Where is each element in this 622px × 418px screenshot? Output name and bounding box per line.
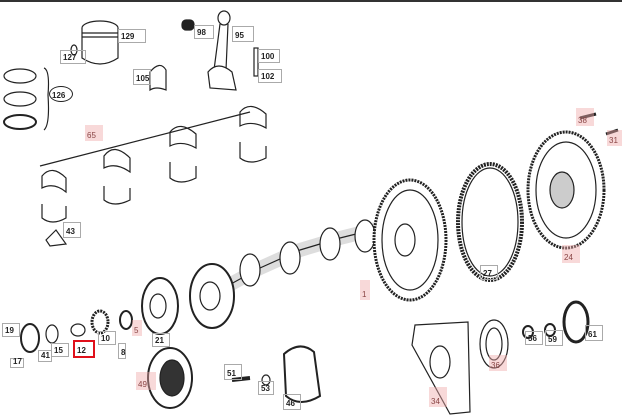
part-label-10[interactable]: 10 (98, 331, 116, 345)
flywheel-icon (372, 178, 448, 302)
part-label-12[interactable]: 12 (73, 340, 95, 358)
vibration-damper-icon (189, 263, 235, 329)
part-label-53[interactable]: 53 (258, 381, 274, 395)
part-label-1[interactable]: 1 (360, 280, 370, 300)
part-number: 95 (235, 31, 244, 40)
flywheel-bolt-2-icon (605, 128, 619, 136)
part-label-56[interactable]: 56 (525, 331, 543, 345)
drive-plate-icon (526, 130, 606, 250)
part-number: 1 (362, 290, 367, 299)
part-label-105[interactable]: 105 (133, 69, 151, 85)
part-number: 17 (13, 357, 22, 366)
part-label-17[interactable]: 17 (10, 358, 24, 368)
connecting-rod-icon (207, 10, 237, 91)
part-label-8[interactable]: 8 (118, 343, 126, 359)
part-number: 8 (121, 348, 126, 357)
main-bearing-shells-icon (41, 105, 267, 223)
part-label-15[interactable]: 15 (51, 343, 69, 357)
part-label-31[interactable]: 31 (607, 130, 622, 146)
part-label-34[interactable]: 34 (429, 387, 447, 407)
part-number: 43 (66, 227, 75, 236)
part-number: 56 (528, 334, 537, 343)
part-number: 31 (609, 136, 618, 145)
rear-seal-icon (562, 300, 590, 344)
part-label-36[interactable]: 36 (489, 355, 507, 371)
part-label-59[interactable]: 59 (545, 330, 563, 346)
part-label-126[interactable]: 126 (49, 86, 73, 102)
piston-rings-icon (3, 67, 50, 131)
seal-icon (119, 310, 133, 330)
bushing-icon (181, 19, 195, 31)
part-number: 46 (286, 399, 295, 408)
part-label-5[interactable]: 5 (132, 320, 142, 336)
part-number: 27 (483, 269, 492, 278)
part-label-46[interactable]: 46 (283, 394, 301, 410)
part-number: 15 (54, 346, 63, 355)
part-label-27[interactable]: 27 (480, 265, 498, 280)
part-label-51[interactable]: 51 (224, 364, 242, 380)
part-number: 61 (588, 330, 597, 339)
cover-cup-icon (282, 345, 322, 403)
part-number: 53 (261, 384, 270, 393)
oil-seal-icon (20, 323, 40, 353)
part-label-98[interactable]: 98 (194, 25, 214, 39)
bearing-56-icon (522, 325, 534, 339)
part-number: 105 (136, 74, 150, 83)
bracket-icon (45, 229, 68, 247)
part-label-100[interactable]: 100 (258, 49, 280, 63)
part-number: 129 (121, 32, 135, 41)
part-label-43[interactable]: 43 (63, 222, 81, 238)
part-number: 10 (101, 334, 110, 343)
bearing-shell-icon (149, 64, 167, 92)
flywheel-bolt-icon (579, 112, 597, 120)
gasket-icon (479, 319, 509, 369)
part-number: 36 (491, 361, 500, 370)
sprocket-icon (90, 309, 110, 335)
top-border (0, 0, 622, 2)
piston-icon (81, 20, 119, 65)
part-label-61[interactable]: 61 (585, 325, 603, 341)
part-number: 24 (564, 253, 573, 262)
part-number: 5 (134, 326, 139, 335)
part-number: 21 (155, 336, 164, 345)
part-label-127[interactable]: 127 (60, 50, 86, 64)
part-label-19[interactable]: 19 (2, 323, 20, 337)
ring-gear-icon (456, 162, 524, 282)
part-number: 34 (431, 397, 440, 406)
part-number: 59 (548, 335, 557, 344)
part-label-65[interactable]: 65 (85, 125, 103, 141)
part-label-41[interactable]: 41 (38, 350, 52, 362)
part-label-21[interactable]: 21 (152, 333, 170, 347)
part-number: 98 (197, 28, 206, 37)
part-number: 38 (578, 116, 587, 125)
ring-icon (45, 324, 59, 344)
part-number: 102 (261, 72, 275, 81)
part-number: 126 (52, 91, 66, 100)
part-number: 127 (63, 53, 77, 62)
spacer-icon (70, 323, 86, 337)
part-number: 41 (41, 351, 50, 360)
part-label-129[interactable]: 129 (118, 29, 146, 43)
bearing-bracket-line (39, 111, 251, 167)
part-number: 51 (227, 369, 236, 378)
pulley-hub-icon (141, 277, 179, 335)
adapter-plate-icon (411, 321, 471, 415)
part-number: 12 (77, 346, 86, 355)
part-label-95[interactable]: 95 (232, 26, 254, 42)
washer-icon (261, 374, 271, 386)
part-label-38[interactable]: 38 (576, 108, 594, 126)
part-number: 19 (5, 326, 14, 335)
part-label-102[interactable]: 102 (258, 69, 282, 83)
part-number: 65 (87, 131, 96, 140)
part-number: 49 (138, 380, 147, 389)
part-label-49[interactable]: 49 (136, 372, 156, 390)
part-label-24[interactable]: 24 (562, 245, 580, 263)
part-number: 100 (261, 52, 275, 61)
